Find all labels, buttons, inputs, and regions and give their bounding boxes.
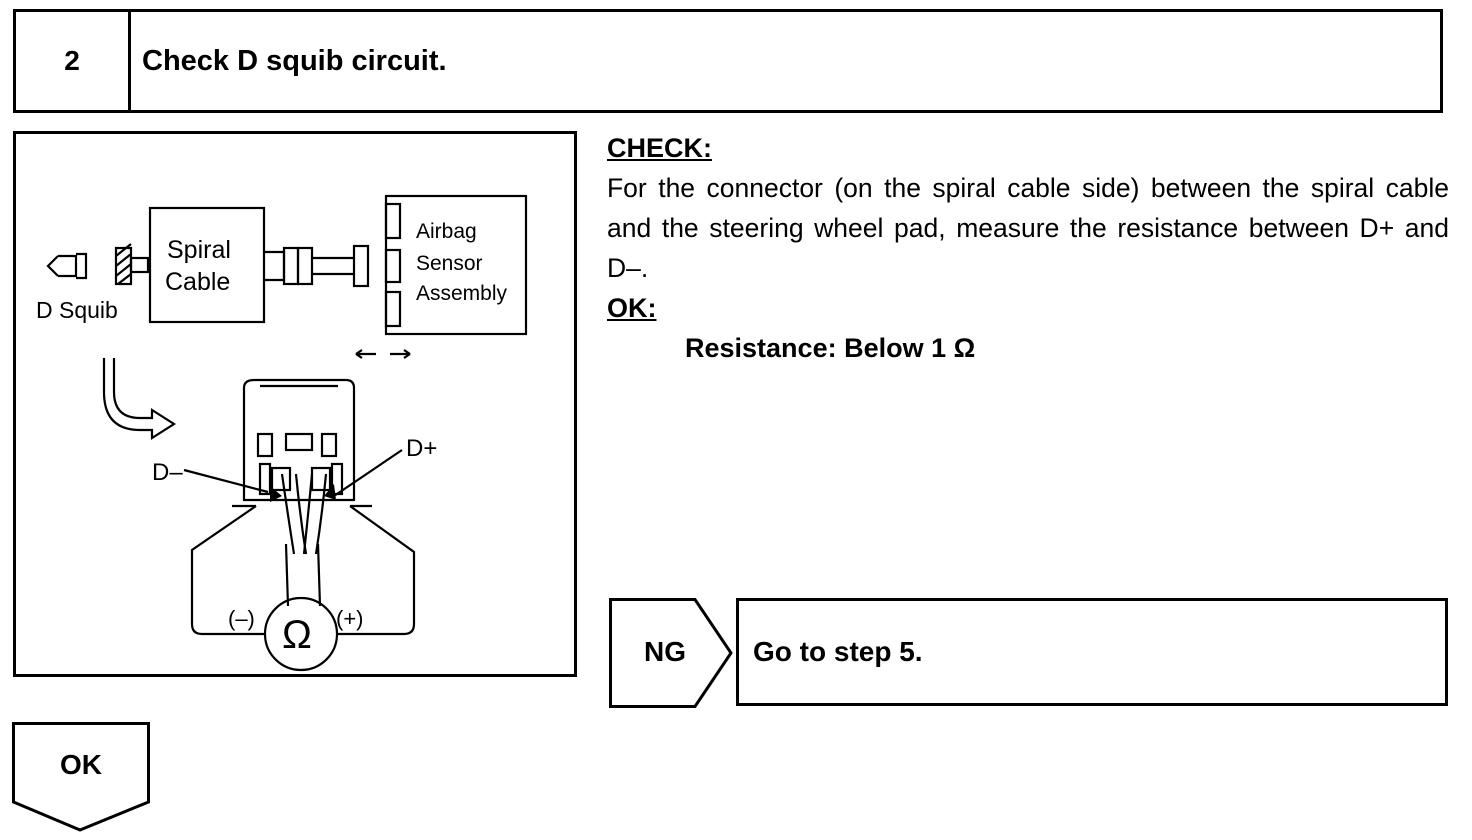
ok-arrow-shape <box>12 722 150 832</box>
d-plus-label: D+ <box>406 435 437 462</box>
step-number: 2 <box>16 12 131 110</box>
airbag-label-1: Airbag <box>416 220 477 243</box>
spiral-label-2: Cable <box>165 268 230 296</box>
check-section: CHECK: For the connector (on the spiral … <box>607 128 1449 368</box>
ng-arrow-shape <box>609 598 733 708</box>
airbag-label-2: Sensor <box>416 252 483 275</box>
squib-plug-icon <box>46 252 88 280</box>
check-instructions: For the connector (on the spiral cable s… <box>607 173 1449 283</box>
step-title: Check D squib circuit. <box>142 44 447 77</box>
check-heading: CHECK: <box>607 133 712 163</box>
ok-heading: OK: <box>607 293 657 323</box>
step-header: 2 Check D squib circuit. <box>13 9 1443 113</box>
spiral-label-1: Spiral <box>167 236 231 264</box>
spiral-cable-box <box>148 206 266 324</box>
meter-loop <box>190 505 416 636</box>
meter-positive-label: (+) <box>336 606 364 631</box>
meter-negative-label: (–) <box>228 606 255 631</box>
ohmmeter-icon <box>263 596 339 672</box>
pad-connector <box>242 378 356 502</box>
ng-label: NG <box>644 636 686 667</box>
squib-label: D Squib <box>36 297 118 323</box>
ohm-symbol: Ω <box>282 613 312 657</box>
ng-action: Go to step 5. <box>736 598 1448 706</box>
circuit-illustration: Spiral Cable Airbag Sensor Assembly D Sq… <box>13 131 577 677</box>
d-minus-label: D– <box>152 459 183 486</box>
hook-arrow-icon <box>102 358 177 441</box>
resistance-spec: Resistance: Below 1 Ω <box>685 333 976 363</box>
ok-label: OK <box>60 749 102 780</box>
airbag-label-3: Assembly <box>416 282 508 305</box>
circuit-diagram: Spiral Cable Airbag Sensor Assembly D Sq… <box>36 194 528 672</box>
